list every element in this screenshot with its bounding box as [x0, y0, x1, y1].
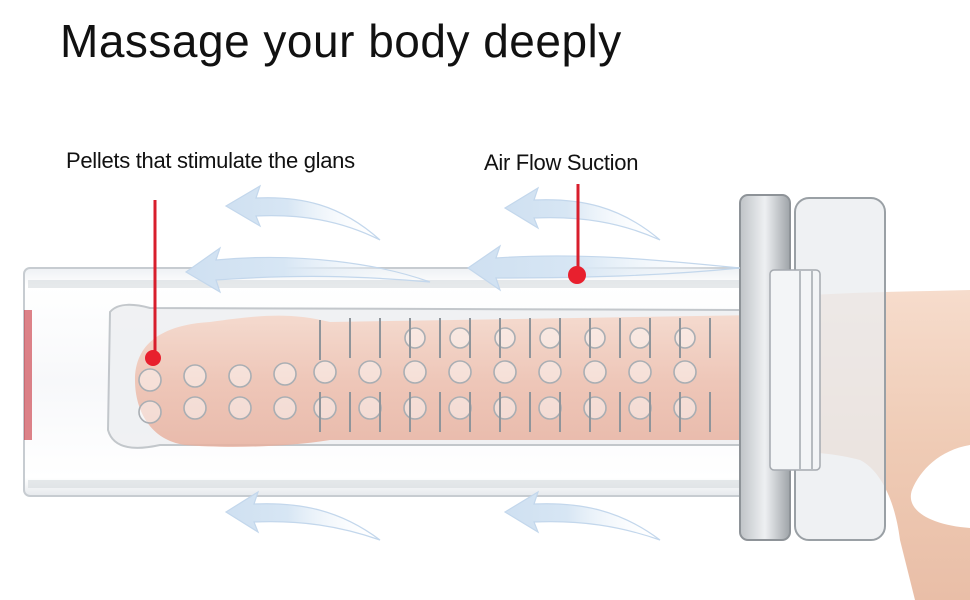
sleeve-ridges: [319, 318, 711, 432]
callout-air-flow: [568, 184, 586, 284]
callout-dot-air-flow: [568, 266, 586, 284]
end-cap: [739, 194, 886, 541]
callout-dot-pellets: [145, 350, 161, 366]
callout-label-pellets: Pellets that stimulate the glans: [66, 148, 355, 173]
callout-pellets: [145, 200, 161, 366]
airflow-arrows: [184, 184, 741, 541]
callout-label-air-flow: Air Flow Suction: [484, 150, 639, 175]
page-title: Massage your body deeply: [60, 15, 622, 67]
skin-shape: [135, 315, 760, 447]
